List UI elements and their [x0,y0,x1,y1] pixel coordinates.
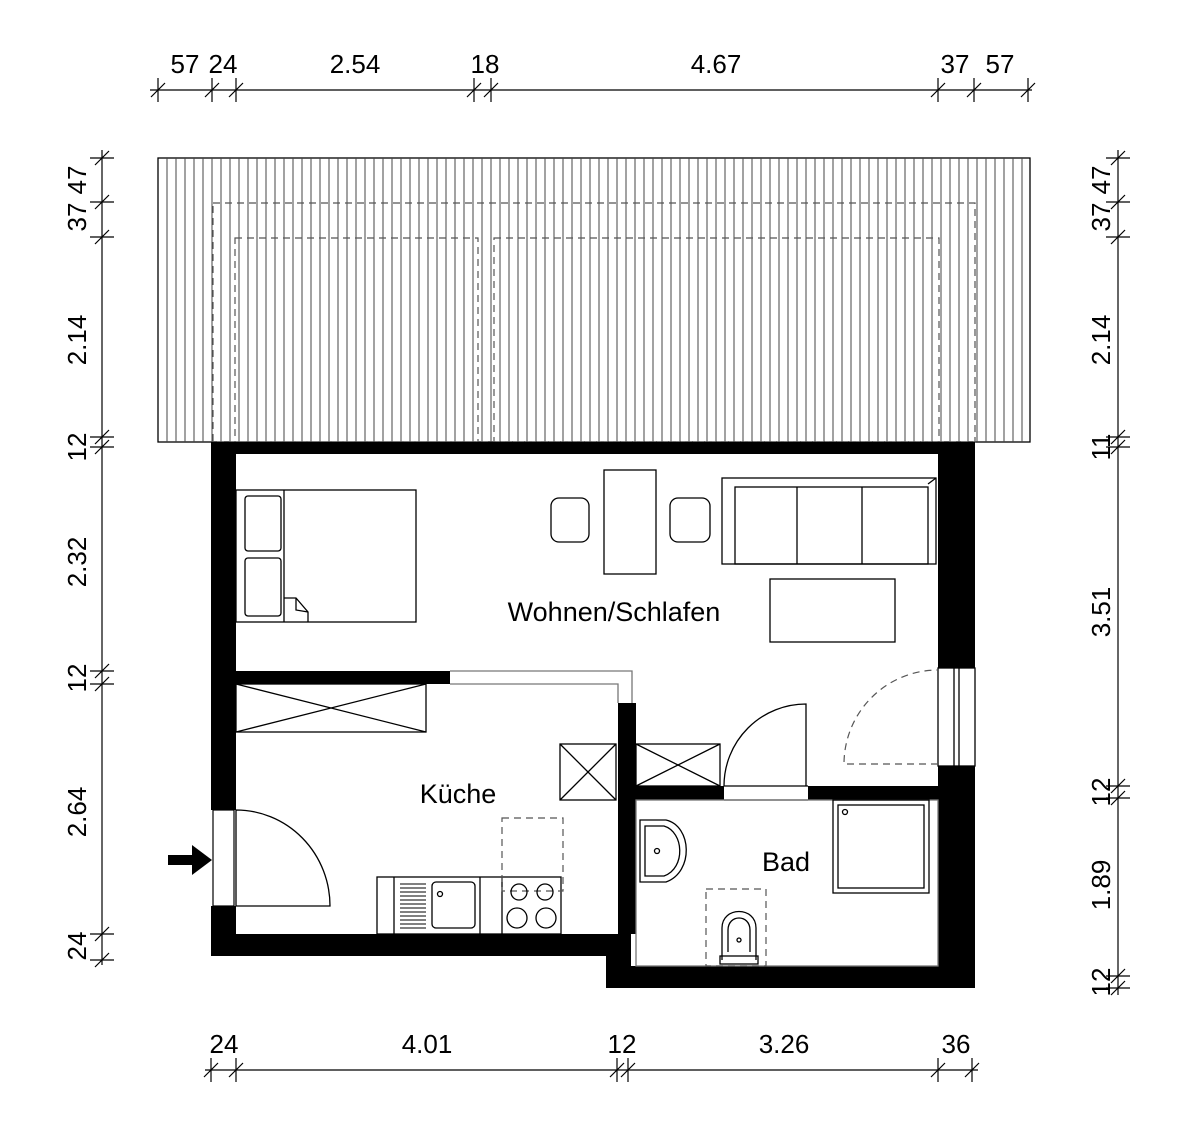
dim-left-1: 47 [62,166,92,195]
dim-top-2: 2.54 [330,49,381,79]
dimensions-top: 57 24 2.54 18 4.67 37 57 [171,49,1015,79]
dim-left-3: 12 [62,433,92,462]
bath-cabinet [635,743,721,787]
stove [506,883,557,929]
dim-left-0: 37 [62,203,92,232]
coffee-table [769,578,896,643]
room-label-bath: Bad [762,847,810,877]
dim-top-5: 37 [941,49,970,79]
room-label-living: Wohnen/Schlafen [508,597,721,627]
dim-left-5: 12 [62,664,92,693]
dim-top-4: 4.67 [691,49,742,79]
dimensions-right: 37 47 2.14 11 3.51 12 1.89 12 [1086,166,1116,997]
dim-bottom-1: 4.01 [402,1029,453,1059]
dim-top-6: 57 [986,49,1015,79]
dim-top-3: 18 [471,49,500,79]
partition-outline [450,670,633,703]
dim-bottom-2: 12 [608,1029,637,1059]
dim-right-1: 47 [1086,166,1116,195]
dim-top-1: 24 [209,49,238,79]
dim-left-7: 24 [62,932,92,961]
entrance-door [212,809,331,907]
dimensions-bottom: 24 4.01 12 3.26 36 [210,1029,971,1059]
dim-bottom-3: 3.26 [759,1029,810,1059]
dining-table [550,469,711,575]
kitchen-counter [376,817,564,935]
dimensions-left: 37 47 2.14 12 2.32 12 2.64 24 [62,166,92,961]
dim-right-4: 3.51 [1086,587,1116,638]
kitchen-cabinet-right [559,743,617,801]
dim-right-6: 1.89 [1086,860,1116,911]
dim-right-2: 2.14 [1086,315,1116,366]
dim-right-3: 11 [1086,434,1116,461]
dimension-lines [90,78,1130,1082]
sofa [721,477,937,565]
window-right [937,667,976,767]
entrance-arrow [168,845,212,875]
kitchen-cabinet-top [235,683,427,733]
balcony-door [843,669,939,765]
watermark: www.grundriss.com [944,770,972,988]
dim-bottom-0: 24 [210,1029,239,1059]
balcony-boards [166,158,1023,442]
bed [235,489,417,623]
kitchen-sink [400,881,476,929]
dim-left-6: 2.64 [62,787,92,838]
dim-bottom-4: 36 [942,1029,971,1059]
bath-fixtures [635,799,939,967]
dim-left-2: 2.14 [62,315,92,366]
walls [211,442,975,988]
room-label-kitchen: Küche [420,779,497,809]
dim-right-7: 12 [1086,968,1116,997]
balcony [157,157,1031,443]
bath-door [723,703,808,801]
dim-top-0: 57 [171,49,200,79]
dim-right-0: 37 [1086,203,1116,232]
dim-left-4: 2.32 [62,537,92,588]
dim-right-5: 12 [1086,778,1116,807]
